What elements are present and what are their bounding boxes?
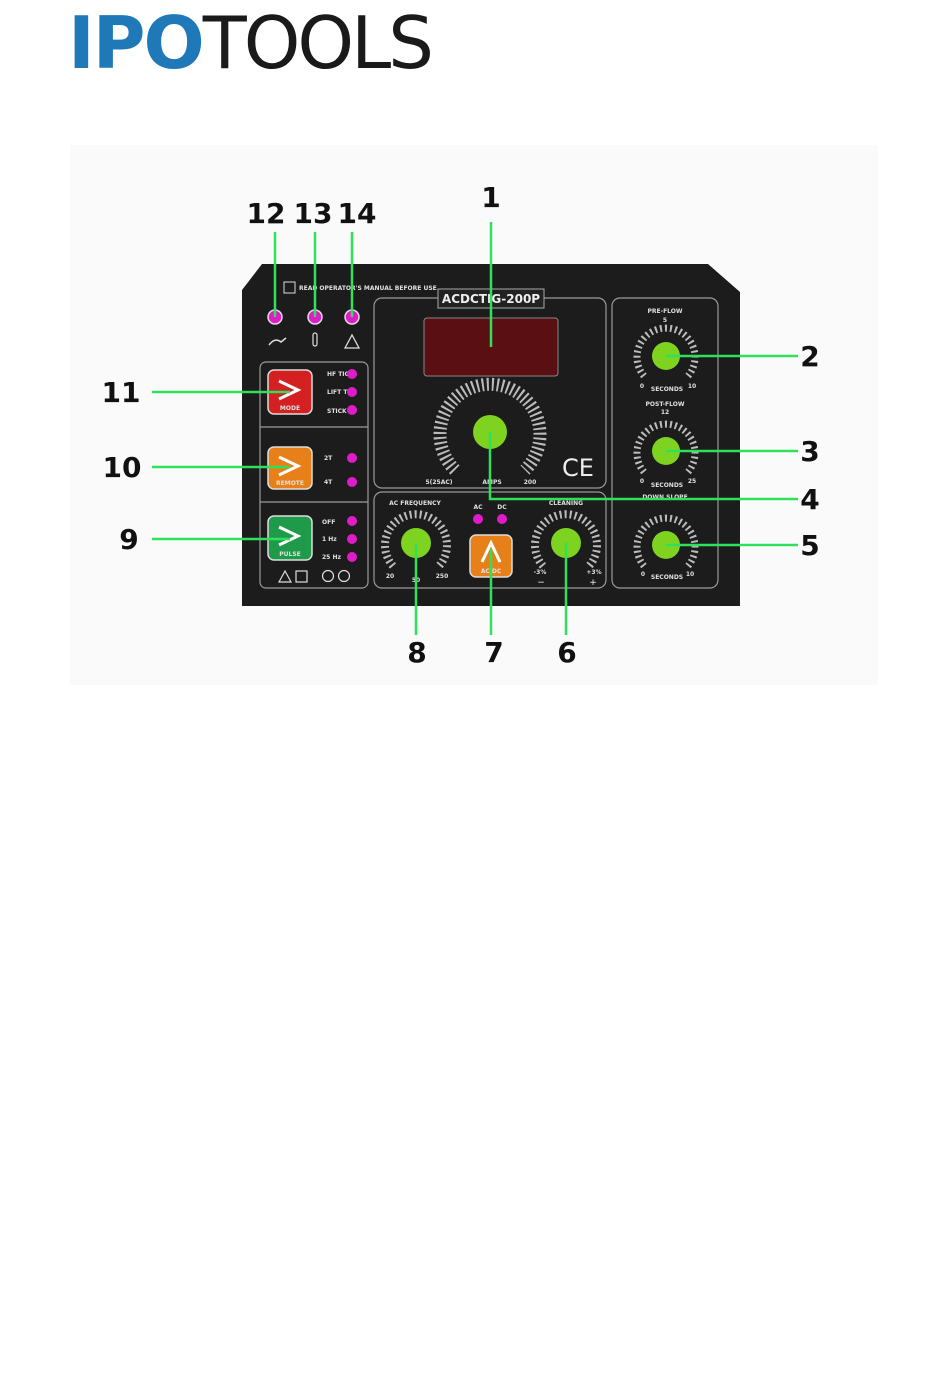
down-slope-max: 10 xyxy=(686,571,694,578)
amps-scale xyxy=(433,377,547,475)
amps-max-label: 200 xyxy=(524,479,537,486)
pre-flow-title: PRE-FLOW xyxy=(647,308,682,315)
ac-led xyxy=(473,514,483,524)
callout-number-7: 7 xyxy=(484,636,503,669)
post-flow-min: 0 xyxy=(640,478,644,485)
down-slope-min: 0 xyxy=(641,571,645,578)
ac-frequency-scale xyxy=(381,510,451,569)
post-flow-title: POST-FLOW xyxy=(646,401,685,408)
pre-flow-max: 10 xyxy=(688,383,696,390)
dc-led-label: DC xyxy=(497,504,507,511)
manual-icon xyxy=(283,281,296,294)
pulse-option-2: 1 Hz xyxy=(322,536,337,543)
amps-name-label: AMPS xyxy=(482,479,501,486)
safety-manual-icon xyxy=(295,570,308,583)
mode-option-1: HF TIG xyxy=(327,371,350,378)
down-slope-scale xyxy=(633,514,699,569)
pulse-arrow-icon xyxy=(278,525,302,547)
safety-warning-icon xyxy=(277,569,293,583)
pulse-label: PULSE xyxy=(279,551,301,558)
remote-option-1: 2T xyxy=(324,455,333,462)
cleaning-min-sign: − xyxy=(537,578,545,588)
callout-number-3: 3 xyxy=(800,435,819,468)
callout-number-1: 1 xyxy=(481,181,500,214)
callout-number-2: 2 xyxy=(800,340,819,373)
pulse-option-3: 25 Hz xyxy=(322,554,341,561)
right-knob-section xyxy=(611,297,719,589)
pre-flow-min: 0 xyxy=(640,383,644,390)
mode-arrow-icon xyxy=(278,379,302,401)
ac-frequency-max: 250 xyxy=(436,573,449,580)
ac-led-label: AC xyxy=(473,504,483,511)
callout-number-8: 8 xyxy=(407,636,426,669)
left-button-section xyxy=(259,361,369,589)
pre-flow-unit: SECONDS xyxy=(651,386,683,393)
cleaning-max-top: +3% xyxy=(586,569,601,576)
callout-number-12: 12 xyxy=(247,197,286,230)
callout-number-4: 4 xyxy=(800,483,819,516)
amps-min-label: 5(25AC) xyxy=(425,479,452,486)
mode-option-3: STICK xyxy=(327,408,347,415)
callout-number-11: 11 xyxy=(102,376,141,409)
thermometer-icon xyxy=(312,332,318,347)
logo-ipo: IPO xyxy=(68,1,205,85)
plug-icon xyxy=(268,337,287,346)
pulse-led-3 xyxy=(347,552,357,562)
remote-label: REMOTE xyxy=(276,480,304,487)
dc-led xyxy=(497,514,507,524)
mode-option-2: LIFT TIG xyxy=(327,389,355,396)
mode-led-1 xyxy=(347,369,357,379)
cleaning-scale xyxy=(531,510,601,569)
logo-tools: TOOLS xyxy=(202,1,434,85)
remote-arrow-icon xyxy=(278,455,302,477)
remote-led-2 xyxy=(347,477,357,487)
safety-ppe-icon xyxy=(321,569,335,583)
safety-shock-icon xyxy=(337,569,351,583)
mode-label: MODE xyxy=(280,405,300,412)
cleaning-title: CLEANING xyxy=(549,500,583,507)
pulse-led-1 xyxy=(347,516,357,526)
ac-frequency-min: 20 xyxy=(386,573,394,580)
callout-line-4 xyxy=(488,432,798,501)
warning-triangle-icon xyxy=(343,333,361,349)
cleaning-max-sign: + xyxy=(589,578,597,588)
post-flow-scale xyxy=(633,420,699,475)
pre-flow-top: 5 xyxy=(663,317,667,324)
pulse-led-2 xyxy=(347,534,357,544)
callout-number-10: 10 xyxy=(103,451,142,484)
callout-number-9: 9 xyxy=(119,523,138,556)
post-flow-unit: SECONDS xyxy=(651,482,683,489)
down-slope-title: DOWN SLOPE xyxy=(642,494,687,501)
mode-led-2 xyxy=(347,387,357,397)
down-slope-unit: SECONDS xyxy=(651,574,683,581)
post-flow-max: 25 xyxy=(688,478,696,485)
pulse-option-1: OFF xyxy=(322,519,335,526)
callout-number-5: 5 xyxy=(800,529,819,562)
ce-mark: CE xyxy=(562,454,594,482)
callout-number-13: 13 xyxy=(294,197,333,230)
cleaning-min-top: -3% xyxy=(534,569,547,576)
mode-led-3 xyxy=(347,405,357,415)
post-flow-top: 12 xyxy=(661,409,669,416)
acdc-arrow-icon xyxy=(480,539,502,563)
pre-flow-scale xyxy=(633,324,699,379)
warning-text: READ OPERATOR'S MANUAL BEFORE USE xyxy=(299,285,437,292)
callout-number-14: 14 xyxy=(338,197,377,230)
remote-option-2: 4T xyxy=(324,479,333,486)
ac-frequency-title: AC FREQUENCY xyxy=(389,500,441,507)
callout-number-6: 6 xyxy=(557,636,576,669)
remote-led-1 xyxy=(347,453,357,463)
